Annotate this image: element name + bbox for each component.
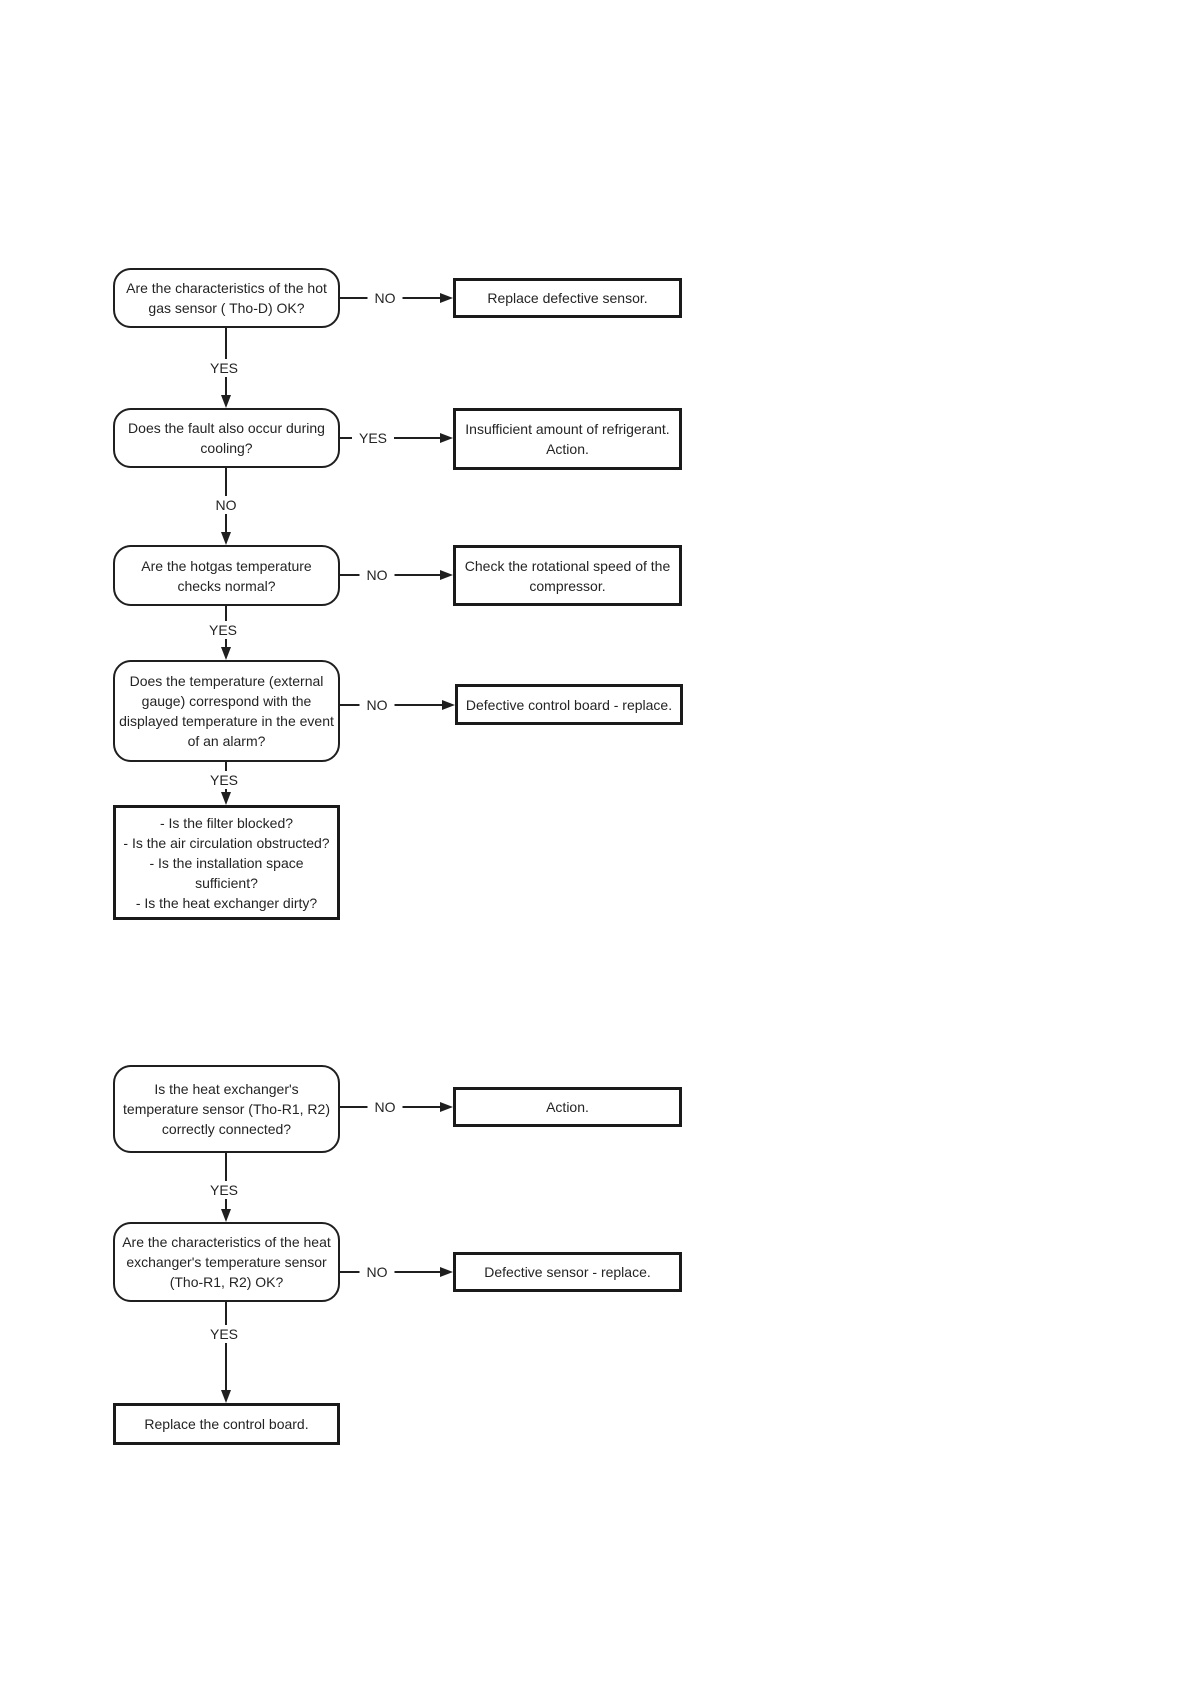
edge-label-q2-yes: YES (351, 429, 395, 447)
edge-label-q6-no: NO (359, 1263, 395, 1281)
decision-hot-gas-sensor-characteristics: Are the characteristics of the hot gas s… (113, 268, 340, 328)
action-defective-sensor-replace: Defective sensor - replace. (453, 1252, 682, 1292)
edge-label-q4-no: NO (359, 696, 395, 714)
arrowhead-down-icon (221, 1390, 231, 1403)
arrowhead-right-icon (442, 700, 455, 710)
action-defective-control-board: Defective control board - replace. (455, 684, 683, 725)
edge-label-q4-yes: YES (202, 771, 246, 789)
arrowhead-down-icon (221, 395, 231, 408)
edge-label-q1-no: NO (367, 289, 403, 307)
edge-label-q1-yes: YES (202, 359, 246, 377)
arrowhead-right-icon (440, 1102, 453, 1112)
action-checklist: - Is the filter blocked? - Is the air ci… (113, 805, 340, 920)
edge-label-q6-yes: YES (202, 1325, 246, 1343)
edge-label-q3-yes: YES (201, 621, 245, 639)
arrowhead-right-icon (440, 433, 453, 443)
action-insufficient-refrigerant: Insufficient amount of refrigerant. Acti… (453, 408, 682, 470)
action-generic-action: Action. (453, 1087, 682, 1127)
edge-line-q6-yes (225, 1302, 227, 1392)
decision-temperature-gauge-correspond: Does the temperature (external gauge) co… (113, 660, 340, 762)
action-replace-control-board: Replace the control board. (113, 1403, 340, 1445)
edge-label-q3-no: NO (359, 566, 395, 584)
decision-sensor-correctly-connected: Is the heat exchanger's temperature sens… (113, 1065, 340, 1153)
decision-sensor-characteristics-ok: Are the characteristics of the heat exch… (113, 1222, 340, 1302)
edge-label-q5-yes: YES (202, 1181, 246, 1199)
action-check-compressor-speed: Check the rotational speed of the compre… (453, 545, 682, 606)
edge-label-q2-no: NO (208, 496, 244, 514)
decision-hotgas-temperature-checks: Are the hotgas temperature checks normal… (113, 545, 340, 606)
arrowhead-right-icon (440, 293, 453, 303)
arrowhead-down-icon (221, 792, 231, 805)
edge-label-q5-no: NO (367, 1098, 403, 1116)
arrowhead-down-icon (221, 1209, 231, 1222)
action-replace-defective-sensor: Replace defective sensor. (453, 278, 682, 318)
arrowhead-right-icon (440, 570, 453, 580)
arrowhead-down-icon (221, 647, 231, 660)
arrowhead-down-icon (221, 532, 231, 545)
decision-fault-during-cooling: Does the fault also occur during cooling… (113, 408, 340, 468)
arrowhead-right-icon (440, 1267, 453, 1277)
